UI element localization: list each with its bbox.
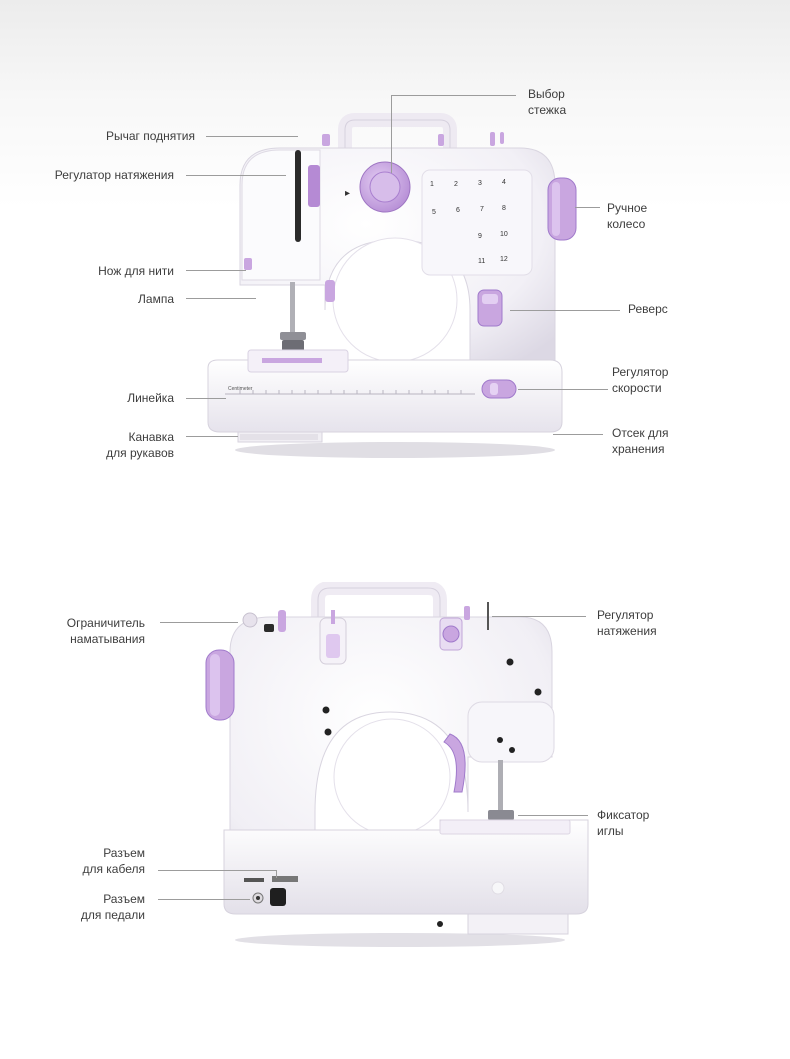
stitch-number: 10: [500, 231, 508, 238]
leader-winder: [160, 622, 238, 623]
stitch-number: 4: [502, 179, 506, 186]
back-sewing-machine: [205, 582, 589, 947]
leader-reverse: [510, 310, 620, 311]
stitch-number: 12: [500, 256, 508, 263]
label-ruler: Линейка: [127, 391, 174, 405]
leader-cutter: [186, 270, 246, 271]
label-storage: Отсек для хранения: [612, 426, 669, 456]
leader-cable-v: [276, 870, 277, 878]
leader-pedal: [158, 899, 250, 900]
ruler-text: Centimeter: [228, 386, 253, 392]
leader-stitch-h: [391, 95, 516, 96]
label-reverse: Реверс: [628, 302, 668, 316]
stitch-number: 8: [502, 205, 506, 212]
stitch-number: 6: [456, 207, 460, 214]
label-winder: Ограничитель наматывания: [66, 616, 145, 646]
leader-sleeve: [186, 436, 238, 437]
leader-needle: [518, 815, 588, 816]
leader-storage: [553, 434, 603, 435]
label-cable: Разъем для кабеля: [82, 846, 145, 876]
stitch-number: 5: [432, 209, 436, 216]
label-stitch: Выбор стежка: [528, 87, 567, 117]
leader-cable: [158, 870, 276, 871]
front-sewing-machine: ▸: [207, 113, 577, 458]
stitch-number: 7: [480, 206, 484, 213]
leader-handwheel: [575, 207, 600, 208]
leader-stitch-v: [391, 95, 392, 173]
stitch-number: 9: [478, 233, 482, 240]
label-sleeve: Канавка для рукавов: [106, 430, 174, 460]
label-needle: Фиксатор иглы: [597, 808, 650, 838]
leader-ruler: [186, 398, 226, 399]
label-handwheel: Ручное колесо: [607, 201, 648, 231]
stitch-number: 3: [478, 180, 482, 187]
label-lamp: Лампа: [138, 292, 174, 306]
stitch-number: 2: [454, 181, 458, 188]
stitch-number: 1: [430, 181, 434, 188]
svg-text:▸: ▸: [345, 188, 350, 199]
label-cutter: Нож для нити: [98, 264, 174, 278]
leader-speed: [518, 389, 608, 390]
stitch-number: 11: [478, 258, 486, 265]
stitch-panel: 1 2 3 4 5 6 7 8 9 10 11 12: [428, 178, 528, 278]
leader-tension: [186, 175, 286, 176]
leader-lever: [206, 136, 298, 137]
label-speed: Регулятор скорости: [612, 365, 669, 395]
label-pedal: Разъем для педали: [80, 892, 145, 922]
leader-back-tension: [492, 616, 586, 617]
label-lever: Рычаг поднятия: [106, 129, 195, 143]
leader-lamp: [186, 298, 256, 299]
label-back-tension: Регулятор натяжения: [597, 608, 657, 638]
label-tension: Регулатор натяжения: [54, 168, 174, 182]
